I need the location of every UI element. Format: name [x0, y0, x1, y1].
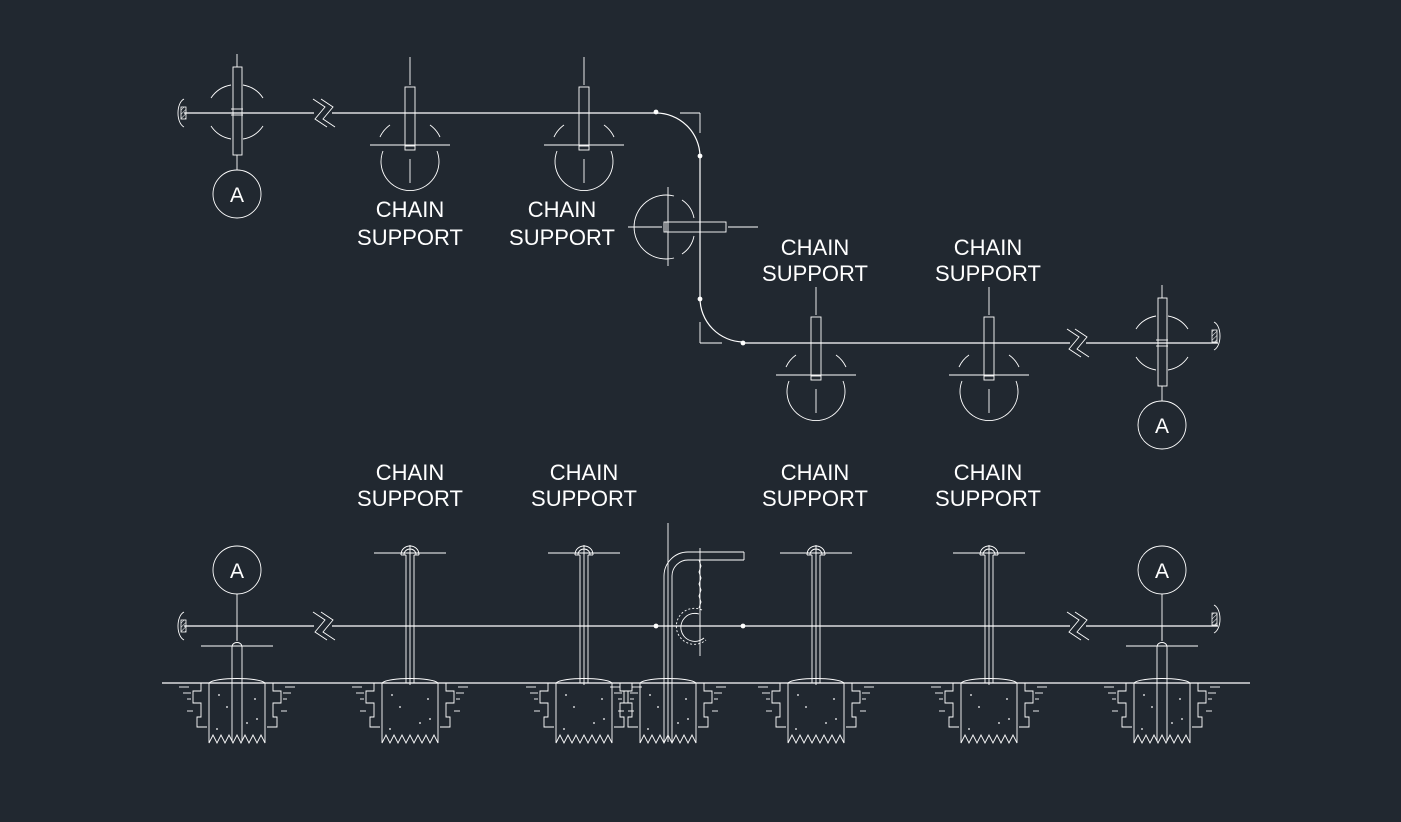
- plan-chain-support: [369, 56, 451, 192]
- elev-label-1-line1: CHAIN: [376, 460, 444, 485]
- pipe-end-icon: [1211, 604, 1221, 634]
- elev-tag-a-1: A: [230, 560, 244, 583]
- elev-label-4-line2: SUPPORT: [935, 486, 1041, 511]
- elev-label-3-line1: CHAIN: [781, 460, 849, 485]
- break-symbol-icon: [312, 98, 336, 128]
- plan-pipe-bend-2: [699, 297, 744, 343]
- footing: [757, 678, 875, 744]
- plan-label-4-line1: CHAIN: [954, 235, 1022, 260]
- elev-tag-a-2: A: [1155, 560, 1169, 583]
- footing: [351, 678, 469, 744]
- plan-end-post: [210, 53, 264, 171]
- plan-label-4-line2: SUPPORT: [935, 261, 1041, 286]
- plan-tag-a-2: A: [1155, 415, 1169, 438]
- plan-tag-a-1: A: [230, 184, 244, 207]
- elev-end-post: [1125, 626, 1199, 742]
- plan-chain-support: [543, 56, 625, 192]
- elev-label-1-line2: SUPPORT: [357, 486, 463, 511]
- elev-chain-support-post: [373, 544, 447, 686]
- plan-tag-circle: [212, 169, 262, 219]
- elev-label-2-line2: SUPPORT: [531, 486, 637, 511]
- elev-chain-support-post: [952, 544, 1026, 686]
- plan-label-2-line2: SUPPORT: [509, 225, 615, 250]
- plan-chain-support: [948, 286, 1030, 422]
- plan-label-2-line1: CHAIN: [528, 197, 596, 222]
- pipe-end-icon: [177, 98, 187, 128]
- pipe-end-icon: [1211, 321, 1221, 351]
- break-symbol-icon: [1066, 328, 1090, 358]
- elev-hook-post: [663, 523, 745, 742]
- elev-chain-support-post: [547, 544, 621, 686]
- plan-bend-support: [628, 187, 758, 266]
- break-symbol-icon: [312, 611, 336, 641]
- plan-view: A A CHAIN SUPPORT CHAIN SUPPORT CHAIN SU…: [177, 53, 1221, 450]
- plan-label-1-line2: SUPPORT: [357, 225, 463, 250]
- plan-label-1-line1: CHAIN: [376, 197, 444, 222]
- elev-label-2-line1: CHAIN: [550, 460, 618, 485]
- elevation-view: A A CHAIN SUPPORT CHAIN SUPPORT CHAIN: [162, 460, 1250, 744]
- plan-pipe-bend-1: [655, 112, 701, 157]
- elev-label-4-line1: CHAIN: [954, 460, 1022, 485]
- footing: [1103, 678, 1221, 744]
- plan-chain-support: [775, 286, 857, 422]
- plan-label-3-line1: CHAIN: [781, 235, 849, 260]
- footing: [178, 678, 296, 744]
- plan-label-3-line2: SUPPORT: [762, 261, 868, 286]
- elev-end-post: [200, 626, 274, 742]
- pipe-end-icon: [177, 611, 187, 641]
- break-symbol-icon: [1066, 611, 1090, 641]
- plan-tag-circle: [1137, 400, 1187, 450]
- footing: [930, 678, 1048, 744]
- footing: [525, 678, 643, 744]
- elev-chain-support-post: [779, 544, 853, 686]
- elev-label-3-line2: SUPPORT: [762, 486, 868, 511]
